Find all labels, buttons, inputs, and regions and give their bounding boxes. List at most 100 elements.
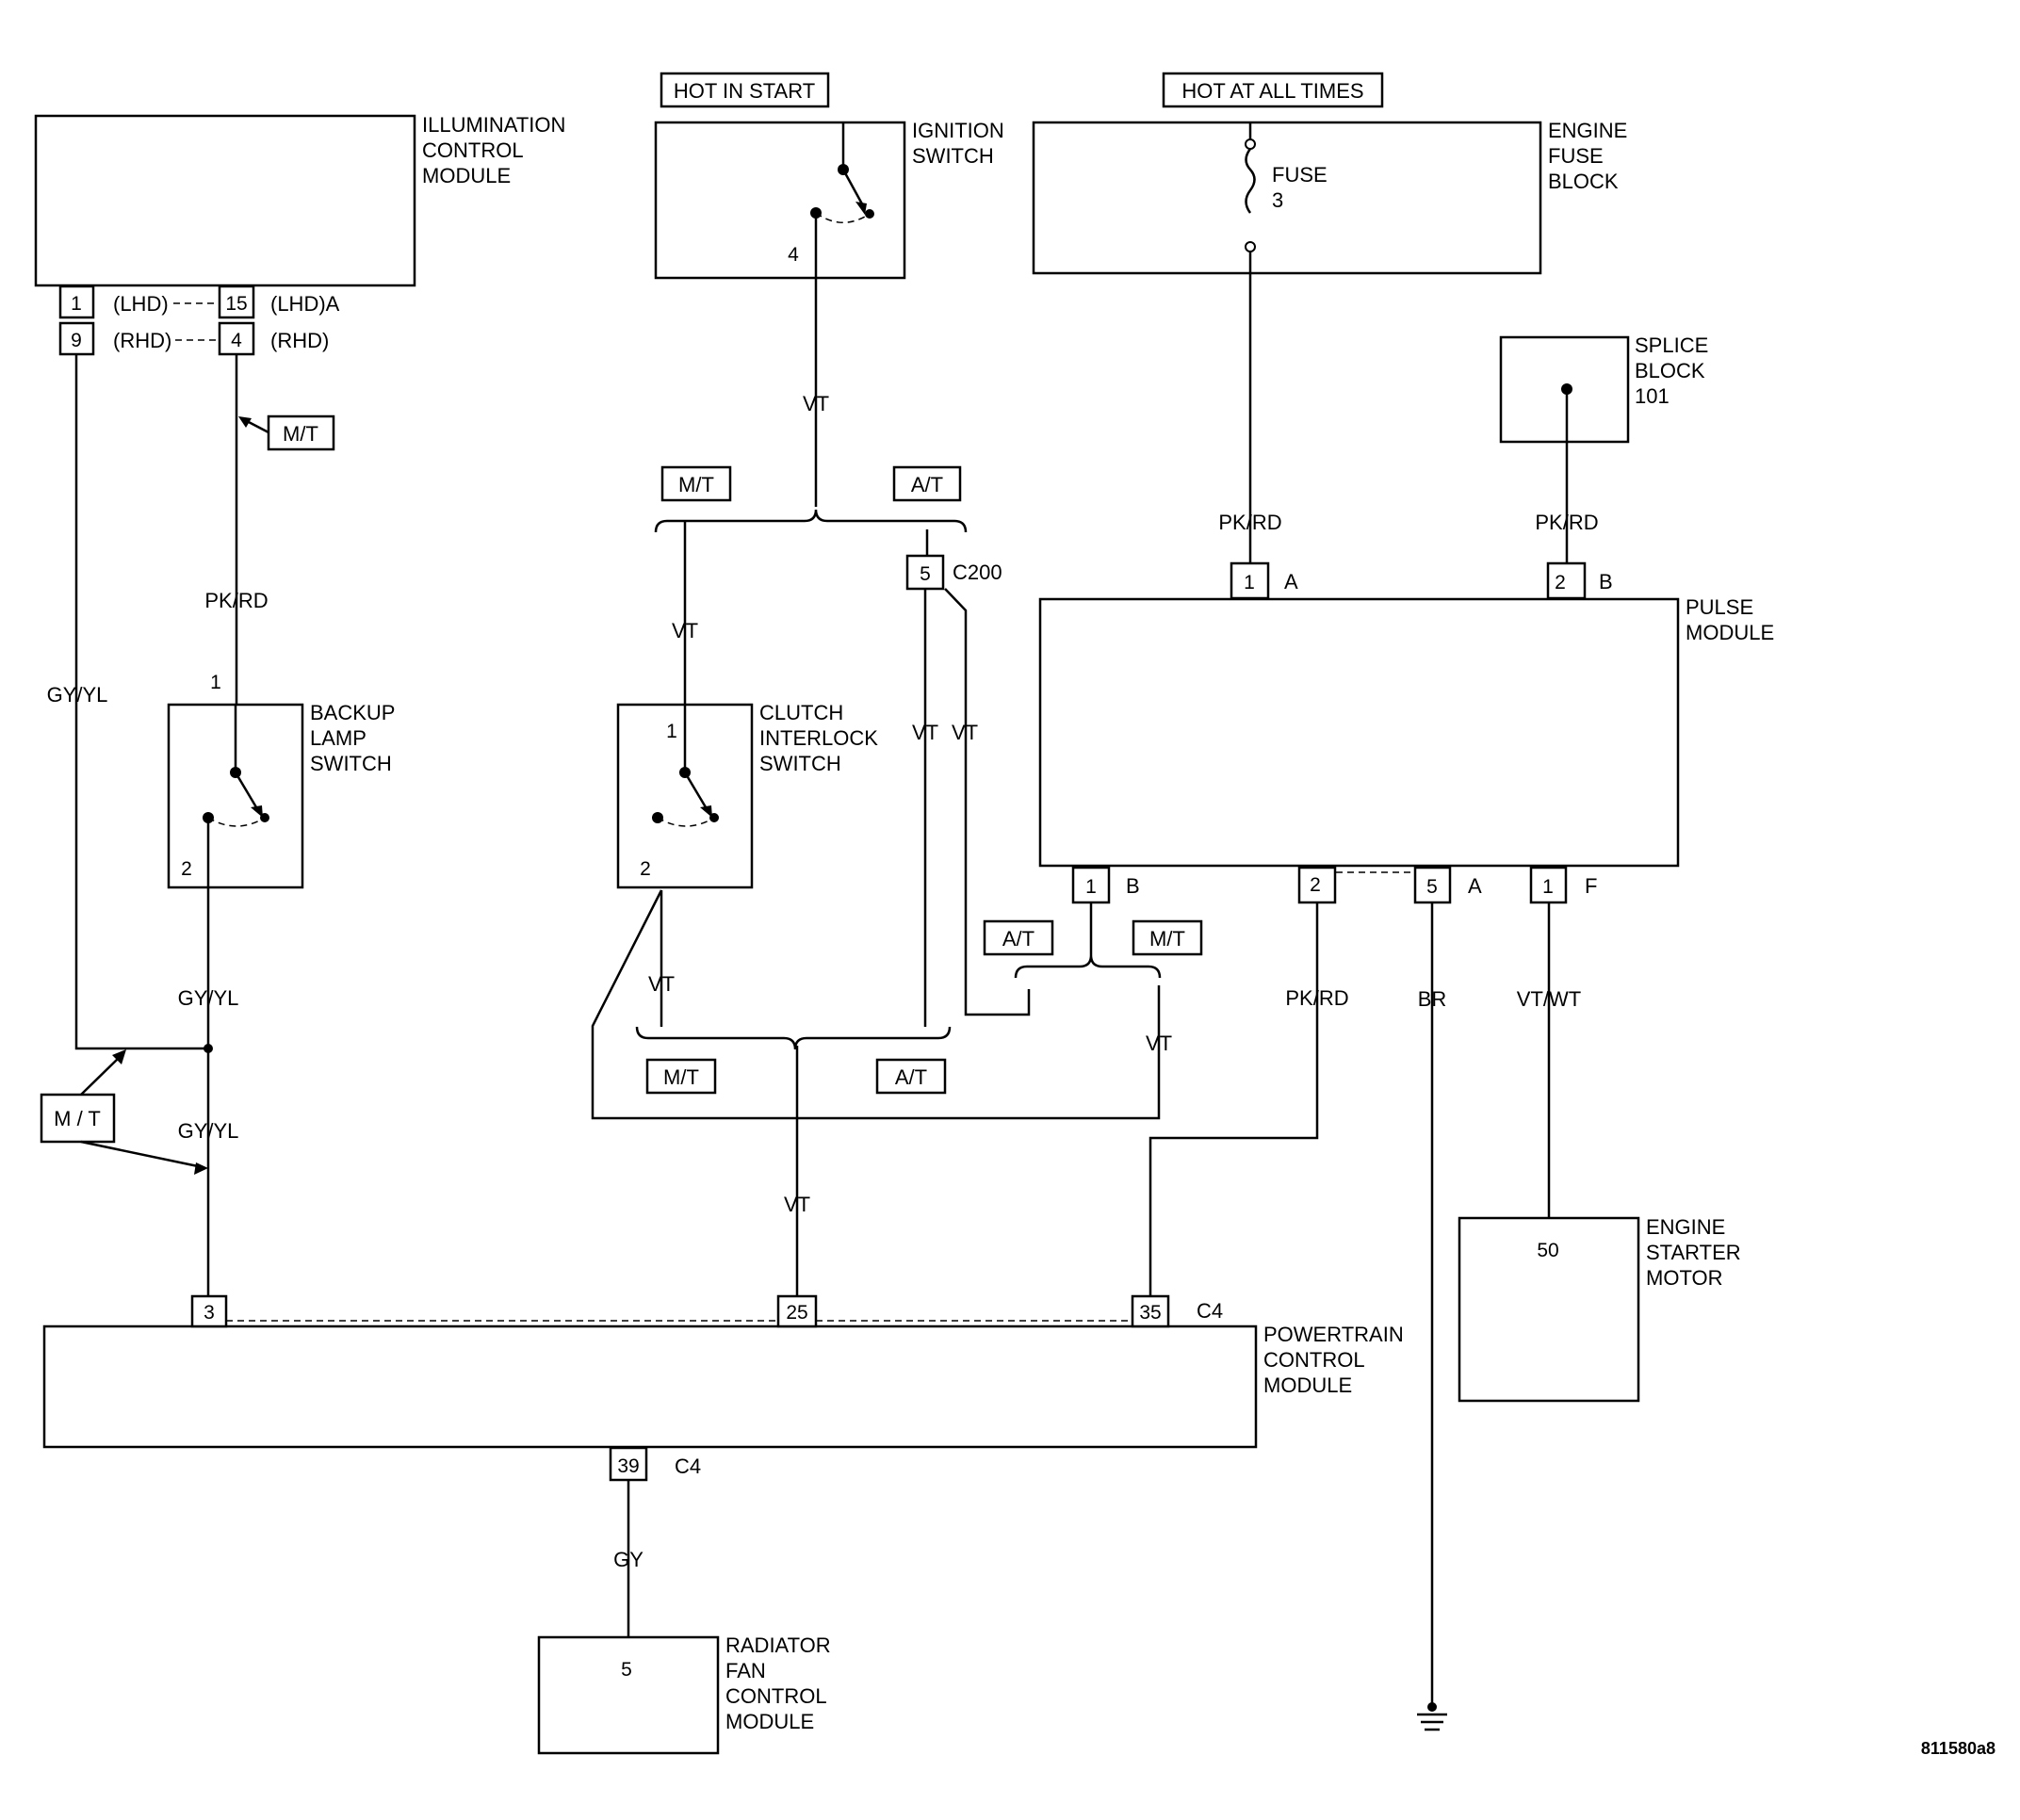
cis-label-line1: CLUTCH	[759, 701, 843, 724]
rfcm-label-line4: MODULE	[725, 1710, 814, 1733]
wire-vt-ign: VT	[803, 392, 829, 415]
pcm-label-line2: CONTROL	[1263, 1348, 1365, 1372]
splice-label-line2: BLOCK	[1635, 359, 1705, 382]
pm-bot-pin-1f: 1	[1542, 876, 1554, 898]
wire-pkrd-pulse: PK/RD	[1285, 986, 1348, 1010]
ignition-switch: 4 IGNITION SWITCH	[654, 119, 1004, 280]
mt-spaced-tag: M / T	[54, 1107, 101, 1130]
wire-vt-at: VT	[912, 721, 938, 744]
wire-gy-rfcm: GY	[613, 1548, 643, 1571]
pm-top-b-label: B	[1599, 570, 1613, 593]
rhd-right-label: (RHD)	[270, 329, 329, 352]
icm-pin-9: 9	[71, 330, 82, 351]
pm-bot-f-label: F	[1585, 874, 1597, 898]
icm-pin-4: 4	[231, 330, 242, 351]
pm-bot-pin-1b: 1	[1085, 876, 1097, 898]
mt-tag-lower-brace: M/T	[663, 1065, 699, 1089]
rfcm-pin-5: 5	[621, 1659, 632, 1681]
c4-bottom-label: C4	[675, 1454, 701, 1478]
wire-gyyl-icm: GY/YL	[47, 683, 108, 707]
ign-label-line2: SWITCH	[912, 144, 994, 168]
rfcm-label-line1: RADIATOR	[725, 1633, 831, 1657]
wire-pkrd-splice: PK/RD	[1535, 511, 1598, 534]
icm-label-line3: MODULE	[422, 164, 511, 187]
pm-top-pin-2: 2	[1555, 572, 1566, 593]
engine-starter-motor: 50 ENGINE STARTER MOTOR	[1458, 1215, 1741, 1403]
svg-text:HOT IN START: HOT IN START	[674, 79, 815, 103]
pcm-pin-25: 25	[786, 1302, 807, 1324]
fuse-number: 3	[1272, 188, 1283, 212]
cis-pin-1: 1	[666, 721, 677, 742]
pulse-label-line1: PULSE	[1686, 595, 1753, 619]
wires	[74, 213, 1569, 1731]
pulse-label-line2: MODULE	[1686, 621, 1774, 644]
pm-bot-pin-5: 5	[1426, 876, 1438, 898]
wire-pkrd-fuse: PK/RD	[1218, 511, 1281, 534]
pulse-module-bottom-pins: 1 B 2 5 A 1 F	[1071, 866, 1597, 904]
pcm-label-line1: POWERTRAIN	[1263, 1323, 1404, 1346]
pm-top-pin-1: 1	[1244, 572, 1255, 593]
bls-label-line2: LAMP	[310, 726, 367, 750]
wire-vt-mt: VT	[672, 619, 698, 642]
pulse-module-top-pins: 1 A 2 B	[1230, 561, 1613, 600]
figure-id: 811580a8	[1921, 1739, 1996, 1758]
pm-top-a-label: A	[1284, 570, 1298, 593]
bls-pin-1: 1	[210, 672, 221, 693]
wire-br-ground: BR	[1418, 987, 1447, 1011]
wire-gyyl-bls: GY/YL	[178, 986, 239, 1010]
wire-vt-pulse-mt: VT	[1146, 1032, 1172, 1055]
efb-label-line2: FUSE	[1548, 144, 1604, 168]
rfcm-label-line2: FAN	[725, 1659, 766, 1682]
cis-label-line3: SWITCH	[759, 752, 841, 775]
bls-pin-2: 2	[181, 858, 192, 880]
splice-block-101: SPLICE BLOCK 101	[1499, 333, 1708, 444]
option-tags: M/T M/T A/T M/T A/T A/T M/T M / T	[40, 414, 1203, 1175]
wire-vt-c200: VT	[952, 721, 978, 744]
c200-pin-5: 5	[920, 563, 931, 585]
ign-label-line1: IGNITION	[912, 119, 1004, 142]
icm-connector-pins: 1 9 15 4 (LHD) (LHD)A (RHD) (RHD)	[58, 284, 340, 356]
engine-fuse-block: FUSE 3 ENGINE FUSE BLOCK	[1032, 119, 1627, 275]
wire-color-labels: VT PK/RD GY/YL VT VT VT PK/RD PK/RD GY/Y…	[47, 392, 1599, 1571]
icm-label-line1: ILLUMINATION	[422, 113, 565, 137]
fuse-label: FUSE	[1272, 163, 1328, 187]
radiator-fan-control-module: 5 RADIATOR FAN CONTROL MODULE	[537, 1633, 831, 1755]
lhd-left-label: (LHD)	[113, 292, 169, 316]
icm-pin-15: 15	[225, 293, 247, 315]
c4-top-label: C4	[1197, 1299, 1223, 1323]
wire-pkrd-icm: PK/RD	[204, 589, 268, 612]
c200-label: C200	[953, 561, 1002, 584]
cis-label-line2: INTERLOCK	[759, 726, 878, 750]
lhd-right-label: (LHD)A	[270, 292, 340, 316]
pcm-label-line3: MODULE	[1263, 1373, 1352, 1397]
cis-pin-2: 2	[640, 858, 651, 880]
bls-label-line3: SWITCH	[310, 752, 392, 775]
wire-gyyl-pcm: GY/YL	[178, 1119, 239, 1143]
icm-pin-1: 1	[71, 293, 82, 315]
rfcm-label-line3: CONTROL	[725, 1684, 827, 1708]
mt-tag-pulse-brace: M/T	[1149, 927, 1185, 951]
splice-label-line3: 101	[1635, 384, 1670, 408]
powertrain-control-module: POWERTRAIN CONTROL MODULE	[42, 1323, 1404, 1449]
svg-text:HOT AT ALL TIMES: HOT AT ALL TIMES	[1181, 79, 1363, 103]
pm-bot-a-label: A	[1468, 874, 1482, 898]
splice-label-line1: SPLICE	[1635, 333, 1708, 357]
starter-label-line3: MOTOR	[1646, 1266, 1722, 1290]
hot-at-all-times-tag: HOT AT ALL TIMES	[1162, 72, 1384, 108]
hot-in-start-tag: HOT IN START	[660, 72, 830, 108]
pulse-module: PULSE MODULE	[1038, 595, 1774, 868]
icm-label-line2: CONTROL	[422, 138, 524, 162]
efb-label-line1: ENGINE	[1548, 119, 1627, 142]
wire-vtwt-starter: VT/WT	[1517, 987, 1581, 1011]
wire-vt-pcm: VT	[784, 1193, 810, 1216]
starter-pin-50: 50	[1537, 1240, 1558, 1261]
c200-connector: 5 C200	[905, 554, 1002, 591]
at-tag-top-brace: A/T	[911, 473, 943, 496]
pm-bot-pin-2: 2	[1310, 874, 1321, 896]
at-tag-lower-brace: A/T	[895, 1065, 927, 1089]
ign-pin-4: 4	[788, 244, 799, 266]
wire-vt-cis: VT	[648, 972, 675, 996]
efb-label-line3: BLOCK	[1548, 170, 1619, 193]
rhd-left-label: (RHD)	[113, 329, 171, 352]
